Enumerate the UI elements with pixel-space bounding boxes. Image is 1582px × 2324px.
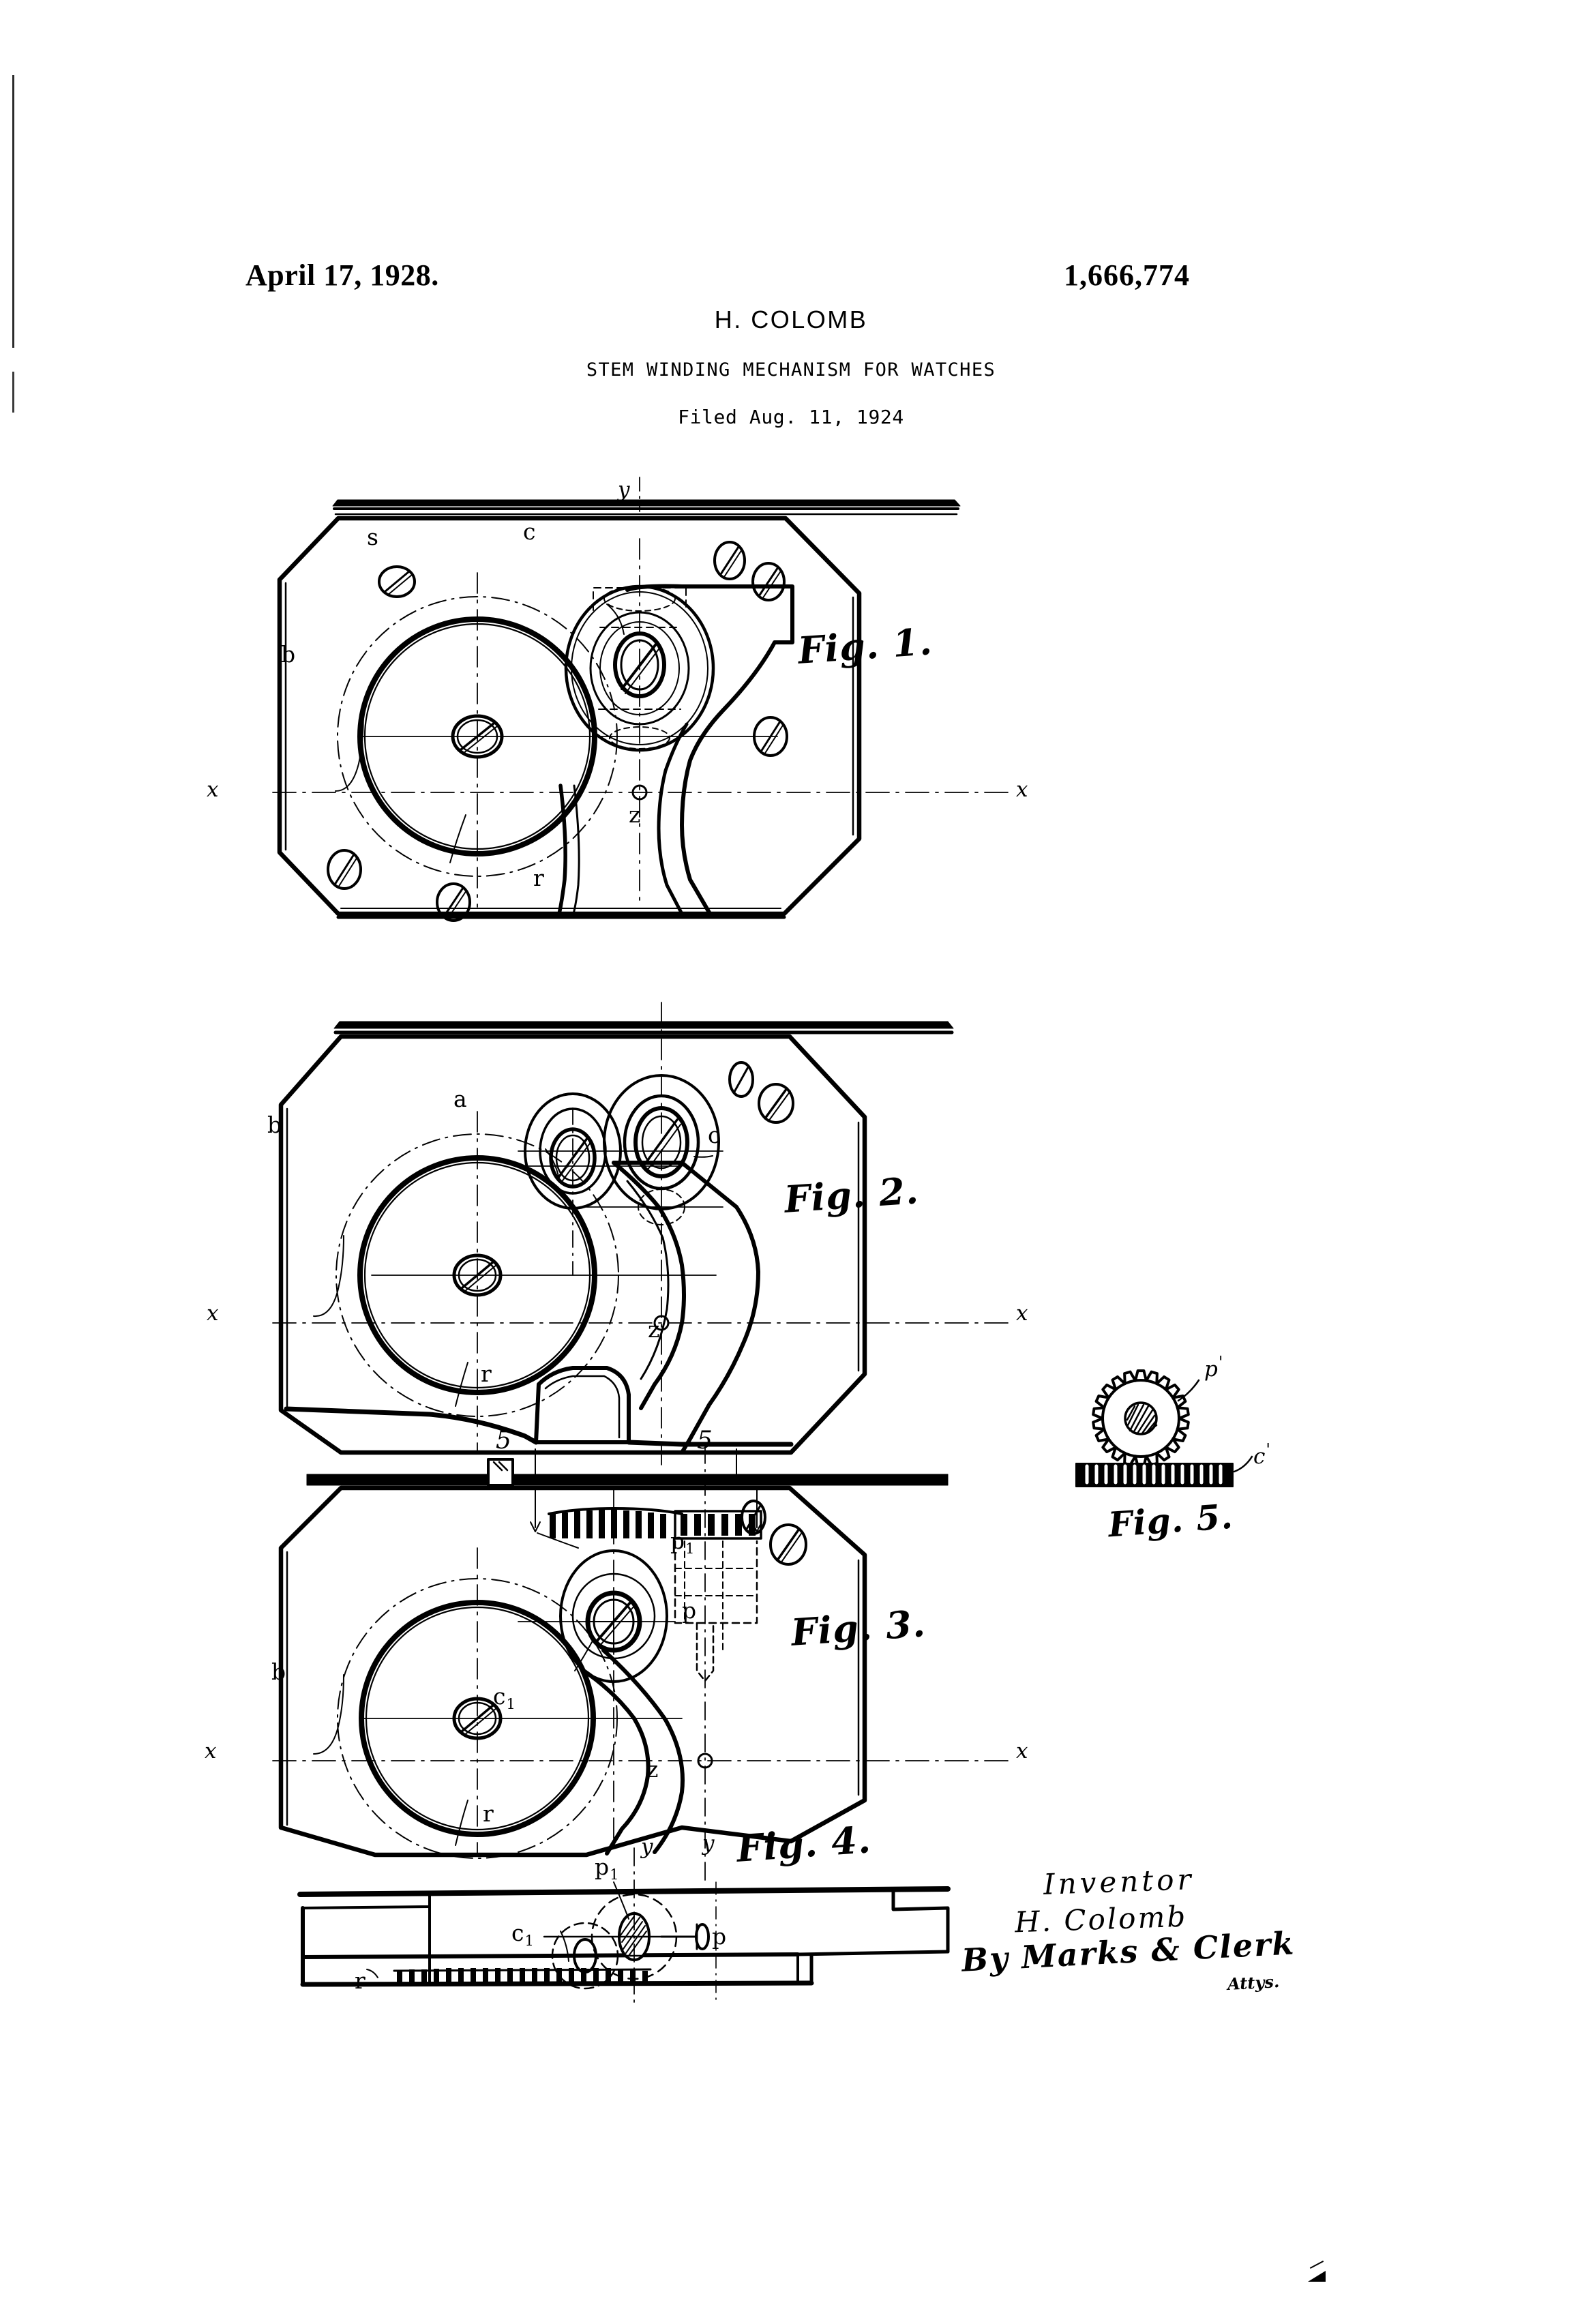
signature-inventor-line: Inventor [1002, 1862, 1357, 1901]
fig1-label-s: s [367, 524, 378, 550]
corner-artifact [1308, 2271, 1326, 2282]
fig1-label-b: b [281, 641, 296, 668]
filing-date: Filed Aug. 11, 1924 [678, 406, 904, 428]
fig3-label-r: r [483, 1800, 494, 1827]
scan-edge-artifact-lower [12, 372, 14, 413]
fig2-label-x-left: x [207, 1301, 219, 1326]
corner-artifact-tick [1309, 2260, 1324, 2269]
fig3-label-c-sub1: c1 [493, 1683, 516, 1712]
fig3-label-z: z [646, 1756, 659, 1783]
figure-2-drawing [272, 1002, 1010, 1480]
fig3-label-x-left: x [205, 1739, 217, 1763]
patent-title: STEM WINDING MECHANISM FOR WATCHES [586, 359, 996, 381]
fig2-label-c: c [708, 1122, 721, 1148]
signature-attys: Attys. [1227, 1971, 1280, 1994]
signature-inventor-word: Inventor [1043, 1862, 1195, 1901]
signature-attorney-line: By Marks & Clerk [961, 1924, 1357, 1979]
patent-date: April 17, 1928. [245, 258, 439, 292]
fig1-label-x-right: x [1016, 777, 1028, 802]
fig4-label-p-sub1: p1 [595, 1853, 619, 1883]
fig2-label-a: a [453, 1086, 467, 1112]
fig2-label-b: b [267, 1112, 282, 1138]
fig3-label-p: p [682, 1597, 697, 1624]
fig3-label-b: b [271, 1658, 286, 1685]
fig1-label-y: y [618, 477, 630, 502]
patent-number: 1,666,774 [1064, 258, 1190, 292]
fig2-label-z: z [648, 1316, 660, 1343]
scan-edge-artifact [12, 75, 14, 348]
signature-block: Inventor H. Colomb By Marks & Clerk Atty… [961, 1862, 1357, 1994]
fig2-label-r: r [481, 1360, 492, 1387]
fig2-section-label-right: 5 [697, 1427, 713, 1455]
fig1-label-z: z [629, 801, 641, 828]
fig4-label-r: r [355, 1967, 365, 1994]
fig5-label-p-prime: p' [1204, 1353, 1223, 1382]
fig2-label-x-right: x [1016, 1301, 1028, 1326]
fig2-section-label-left: 5 [496, 1427, 511, 1455]
fig3-label-x-right: x [1016, 1739, 1028, 1763]
fig3-label-p-sub1: p1 [670, 1528, 695, 1557]
figure-4-drawing [297, 1847, 951, 2006]
fig4-label-y: y [641, 1834, 653, 1859]
figure-3-drawing [272, 1445, 1010, 1883]
figure-5-caption: Fig. 5. [1107, 1495, 1235, 1545]
fig1-label-c: c [523, 518, 536, 545]
fig3-label-y-bottom: y [702, 1831, 715, 1856]
figure-1-drawing [272, 477, 1010, 922]
fig1-label-x-left: x [207, 777, 219, 802]
fig1-label-r: r [533, 865, 544, 891]
inventor-name: H. COLOMB [714, 306, 868, 333]
figure-5-drawing [1075, 1369, 1253, 1487]
fig5-label-c-prime: c' [1253, 1440, 1270, 1469]
fig4-label-p: p [712, 1923, 727, 1950]
fig4-label-c-sub1: c1 [511, 1920, 534, 1949]
